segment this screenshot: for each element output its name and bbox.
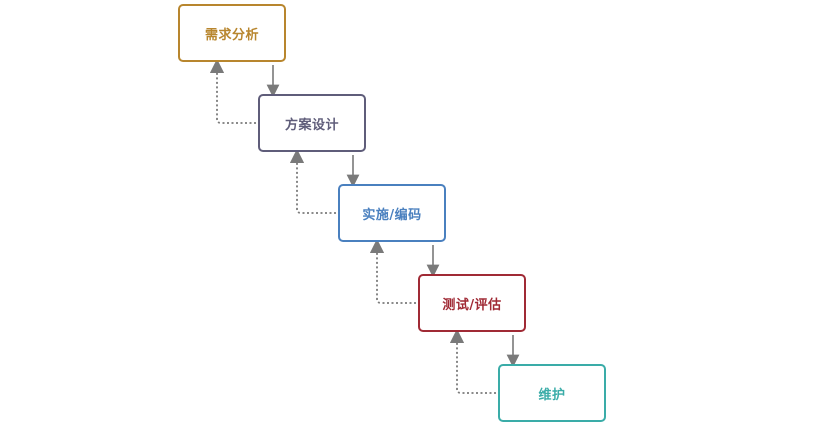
step-box-maintenance: 维护 xyxy=(498,364,606,422)
step-label-implementation: 实施/编码 xyxy=(362,207,422,223)
step-box-requirements: 需求分析 xyxy=(178,4,286,62)
feedback-arrow-2 xyxy=(369,238,416,304)
step-label-maintenance: 维护 xyxy=(538,387,566,403)
feedback-arrow-0 xyxy=(209,58,256,124)
step-label-requirements: 需求分析 xyxy=(204,27,259,43)
step-box-implementation: 实施/编码 xyxy=(338,184,446,242)
step-label-testing: 测试/评估 xyxy=(442,297,502,313)
feedback-arrow-1 xyxy=(289,148,336,214)
step-box-design: 方案设计 xyxy=(258,94,366,152)
step-box-testing: 测试/评估 xyxy=(418,274,526,332)
feedback-arrow-3 xyxy=(449,328,496,394)
step-label-design: 方案设计 xyxy=(284,117,339,133)
